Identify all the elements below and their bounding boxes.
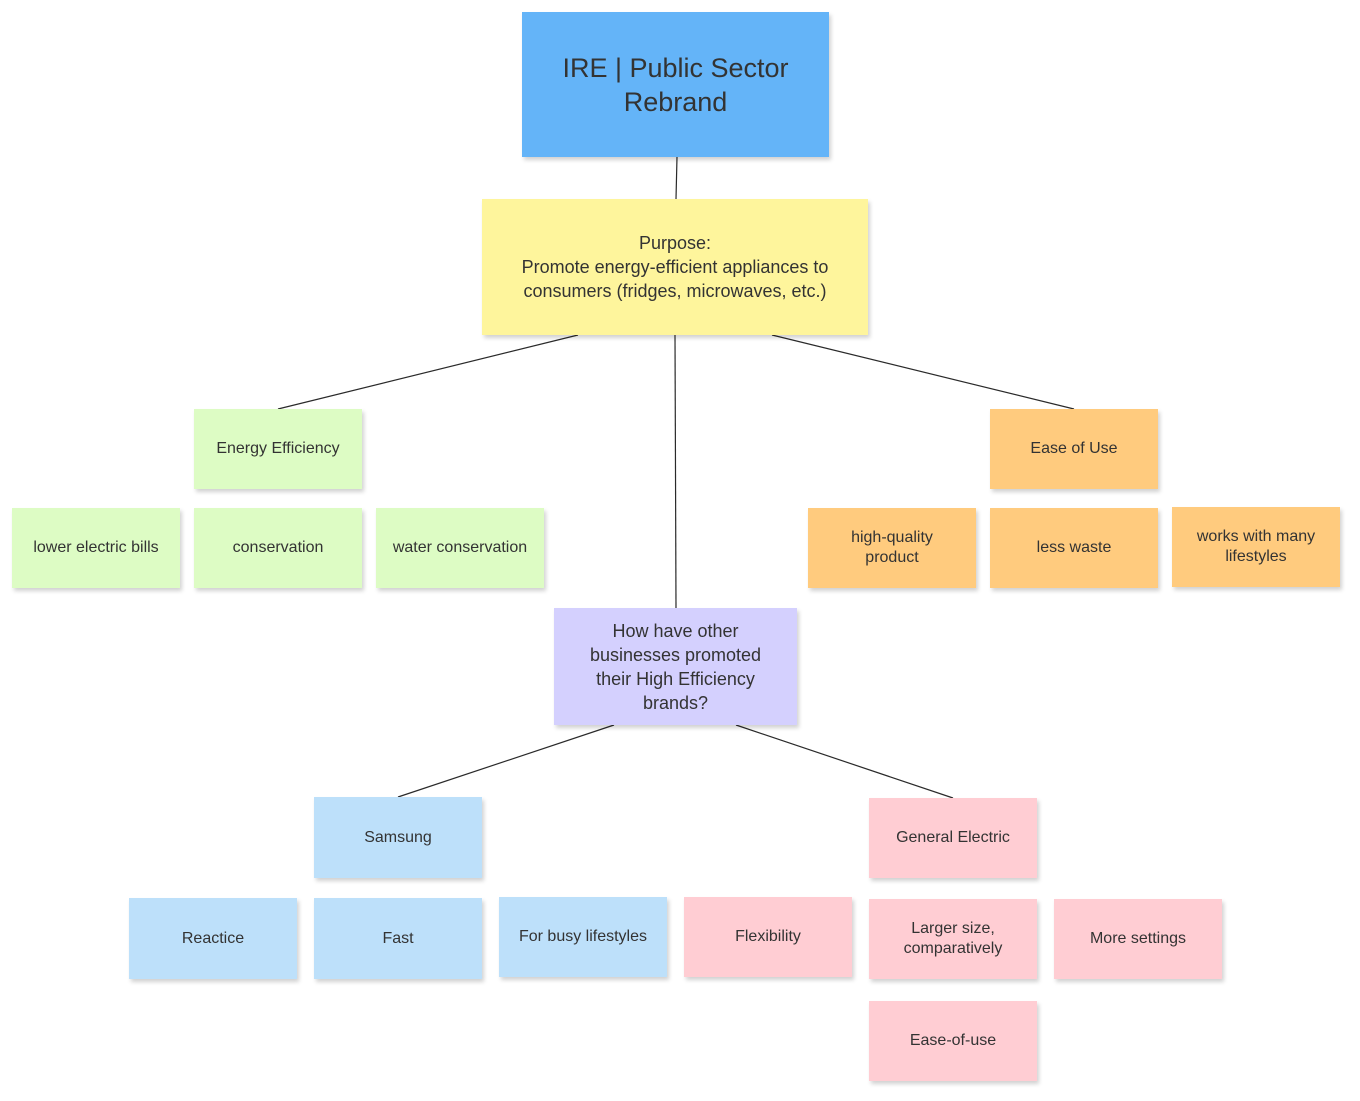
- water-conservation-label: water conservation: [392, 539, 528, 556]
- less-waste-label: less waste: [1036, 539, 1112, 556]
- conservation-note[interactable]: conservation: [194, 508, 362, 588]
- ease-of-use-ge-label: Ease-of-use: [909, 1032, 997, 1049]
- question-note[interactable]: How have other businesses promoted their…: [554, 608, 797, 725]
- for-busy-lifestyles-note[interactable]: For busy lifestyles: [499, 897, 667, 977]
- purpose-text: Purpose: Promote energy-efficient applia…: [521, 233, 829, 301]
- fast-note[interactable]: Fast: [314, 898, 482, 979]
- high-quality-product-note[interactable]: high-quality product: [808, 508, 976, 588]
- title-note[interactable]: IRE | Public Sector Rebrand: [522, 12, 829, 157]
- flexibility-label: Flexibility: [735, 928, 801, 945]
- flexibility-note[interactable]: Flexibility: [684, 897, 852, 977]
- edge-purpose-energy: [277, 334, 579, 410]
- energy-efficiency-note[interactable]: Energy Efficiency: [194, 409, 362, 489]
- works-with-many-lifestyles-label: works with many lifestyles: [1196, 528, 1316, 565]
- works-with-many-lifestyles-note[interactable]: works with many lifestyles: [1172, 507, 1340, 587]
- high-quality-product-label: high-quality product: [851, 529, 933, 566]
- reactice-note[interactable]: Reactice: [129, 898, 297, 979]
- for-busy-lifestyles-label: For busy lifestyles: [518, 928, 648, 945]
- fast-label: Fast: [382, 929, 414, 947]
- more-settings-note[interactable]: More settings: [1054, 899, 1222, 979]
- less-waste-note[interactable]: less waste: [990, 508, 1158, 588]
- water-conservation-note[interactable]: water conservation: [376, 508, 544, 588]
- edge-purpose-question: [674, 334, 677, 609]
- edge-purpose-ease: [771, 334, 1075, 410]
- question-text: How have other businesses promoted their…: [589, 620, 762, 713]
- energy-efficiency-label: Energy Efficiency: [216, 440, 340, 457]
- edge-question-samsung: [397, 724, 615, 798]
- lower-electric-bills-label: lower electric bills: [33, 539, 159, 556]
- purpose-note[interactable]: Purpose: Promote energy-efficient applia…: [482, 199, 868, 335]
- general-electric-note[interactable]: General Electric: [869, 798, 1037, 878]
- ease-of-use-label: Ease of Use: [1030, 440, 1118, 457]
- general-electric-label: General Electric: [896, 829, 1010, 846]
- ease-of-use-note[interactable]: Ease of Use: [990, 409, 1158, 489]
- reactice-label: Reactice: [181, 929, 245, 947]
- samsung-label: Samsung: [364, 828, 432, 846]
- ease-of-use-ge-note[interactable]: Ease-of-use: [869, 1001, 1037, 1081]
- larger-size-note[interactable]: Larger size, comparatively: [869, 899, 1037, 979]
- title-text: IRE | Public Sector Rebrand: [562, 52, 789, 117]
- larger-size-label: Larger size, comparatively: [903, 920, 1003, 957]
- samsung-note[interactable]: Samsung: [314, 797, 482, 878]
- lower-electric-bills-note[interactable]: lower electric bills: [12, 508, 180, 588]
- more-settings-label: More settings: [1089, 930, 1187, 947]
- edge-title-purpose: [675, 156, 678, 200]
- edge-question-ge: [735, 724, 954, 799]
- conservation-label: conservation: [232, 539, 324, 556]
